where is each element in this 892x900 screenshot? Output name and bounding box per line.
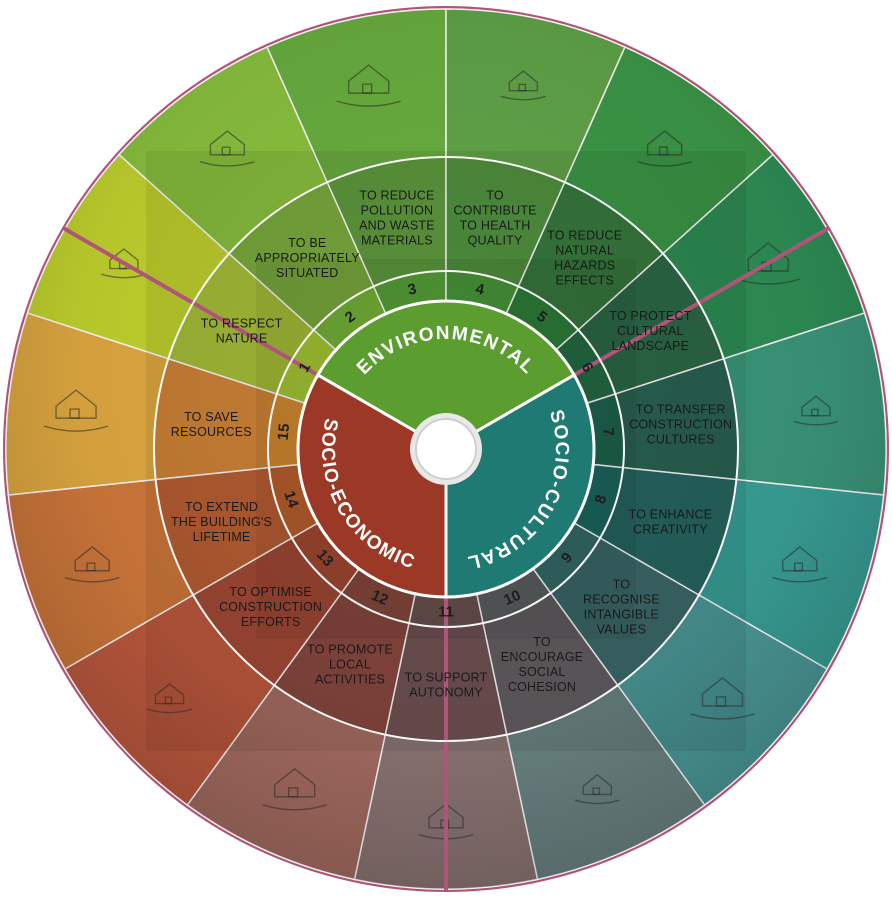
goal-number-15: 15 <box>275 423 294 441</box>
wheel-hub <box>415 418 477 480</box>
terraced-landscape-sketch <box>637 130 693 167</box>
village-celebration-sketch <box>772 546 828 583</box>
goal-number-11: 11 <box>438 604 454 621</box>
tree-hut-construction-sketch <box>262 767 327 811</box>
goal-number-14: 14 <box>280 489 302 511</box>
house-sun-ventilation-sketch <box>336 64 401 107</box>
recycling-houses-sketch <box>199 130 255 167</box>
creative-house-design-sketch <box>793 395 839 426</box>
house-flood-hazard-sketch <box>500 70 546 101</box>
hillside-house-landscape-sketch <box>43 389 109 432</box>
goal-number-7: 7 <box>599 427 617 437</box>
goal-number-3: 3 <box>406 280 418 298</box>
house-repair-ladder-sketch <box>146 683 193 714</box>
goal-number-12: 12 <box>369 587 391 609</box>
house-solar-sun-sketch <box>64 546 120 583</box>
goal-number-10: 10 <box>501 587 523 609</box>
community-houses-trees-sketch <box>690 677 755 720</box>
village-market-sketch <box>574 773 620 805</box>
